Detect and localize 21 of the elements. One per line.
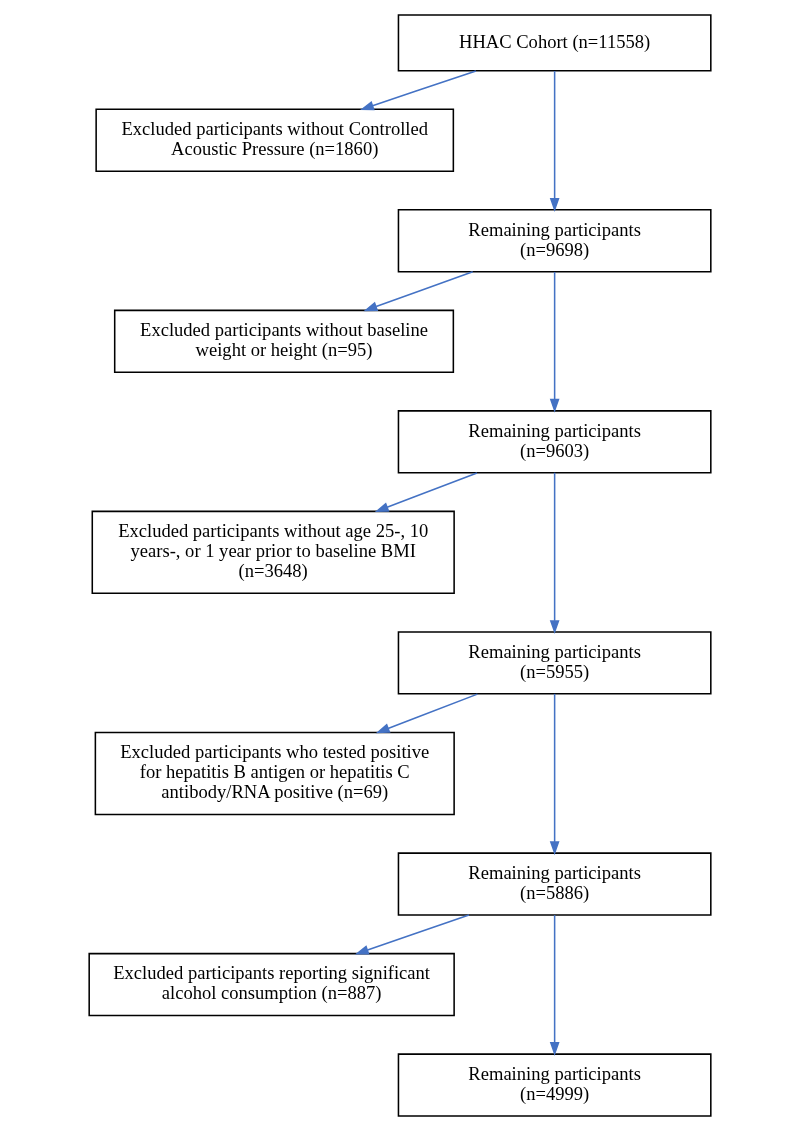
- node-box: Remaining participants (n=9698): [397, 209, 712, 273]
- arrow: [549, 271, 560, 413]
- arrow: [375, 693, 479, 734]
- arrow: [374, 472, 478, 513]
- arrow: [549, 693, 560, 856]
- node-box: HHAC Cohort (n=11558): [397, 14, 712, 72]
- arrow: [549, 914, 560, 1057]
- node-box: Excluded participants reporting significant alcohol consumption (n=887): [88, 952, 455, 1017]
- node-box: Excluded participants who tested positive for hepatitis B antigen or hepatitis C antibody/RNA positive (n=69): [94, 731, 455, 816]
- node-box: Excluded participants without Controlled Acoustic Pressure (n=1860): [95, 108, 455, 172]
- arrow: [360, 70, 477, 111]
- arrow: [354, 914, 470, 955]
- arrow: [549, 471, 560, 635]
- node-box: Remaining participants (n=5886): [397, 852, 712, 916]
- node-box: Remaining participants (n=5955): [397, 631, 712, 695]
- node-box: Excluded participants without baseline weight or height (n=95): [113, 309, 455, 373]
- arrow: [549, 70, 560, 213]
- arrow: [363, 271, 474, 312]
- node-box: Remaining participants (n=4999): [397, 1053, 712, 1117]
- node-box: Remaining participants (n=9603): [397, 410, 712, 474]
- node-box: Excluded participants without age 25-, 10 years-, or 1 year prior to baseline BMI (n=3648): [91, 510, 455, 595]
